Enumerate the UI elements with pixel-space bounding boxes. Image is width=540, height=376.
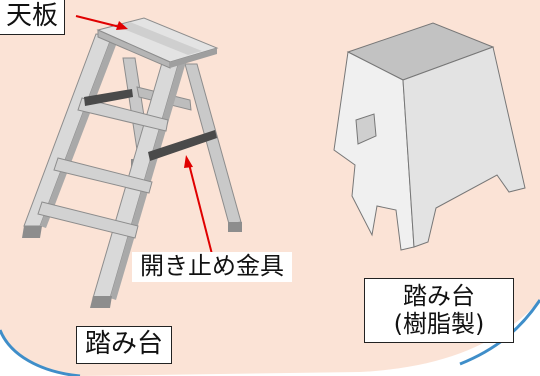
arrow-top-board-line bbox=[75, 15, 121, 28]
resin-stool-handle-hole bbox=[355, 113, 377, 145]
label-opening-stopper: 開き止め金具 bbox=[132, 252, 292, 282]
label-stepladder: 踏み台 bbox=[76, 326, 173, 364]
front-leg-right-side bbox=[110, 58, 186, 300]
label-resin-stool: 踏み台 (樹脂製) bbox=[364, 278, 514, 344]
label-resin-stool-line1: 踏み台 bbox=[403, 282, 475, 310]
front-leg-left-side bbox=[40, 36, 118, 228]
pointer-arrows bbox=[75, 15, 215, 263]
resin-stool-side-face bbox=[402, 46, 526, 248]
stopper-bar-lower bbox=[148, 130, 217, 161]
top-board-stripe bbox=[116, 22, 202, 55]
arrow-stopper-line bbox=[188, 163, 215, 263]
rear-foot-right bbox=[228, 222, 242, 232]
front-foot-right bbox=[90, 296, 112, 308]
front-step-middle bbox=[53, 157, 153, 194]
blue-frame-curve bbox=[0, 329, 81, 376]
stepladder-drawing bbox=[22, 17, 242, 308]
front-step-lower bbox=[37, 201, 139, 239]
arrow-stopper-head bbox=[184, 155, 193, 168]
front-step-upper bbox=[77, 97, 169, 132]
arrow-top-board-head bbox=[116, 21, 128, 30]
stopper-bar-upper bbox=[84, 89, 133, 106]
front-foot-left bbox=[22, 226, 42, 238]
top-board-edge-side bbox=[170, 48, 217, 68]
resin-stool-drawing bbox=[333, 22, 526, 251]
label-resin-stool-line2: (樹脂製) bbox=[393, 309, 485, 338]
label-top-board: 天板 bbox=[0, 0, 66, 35]
